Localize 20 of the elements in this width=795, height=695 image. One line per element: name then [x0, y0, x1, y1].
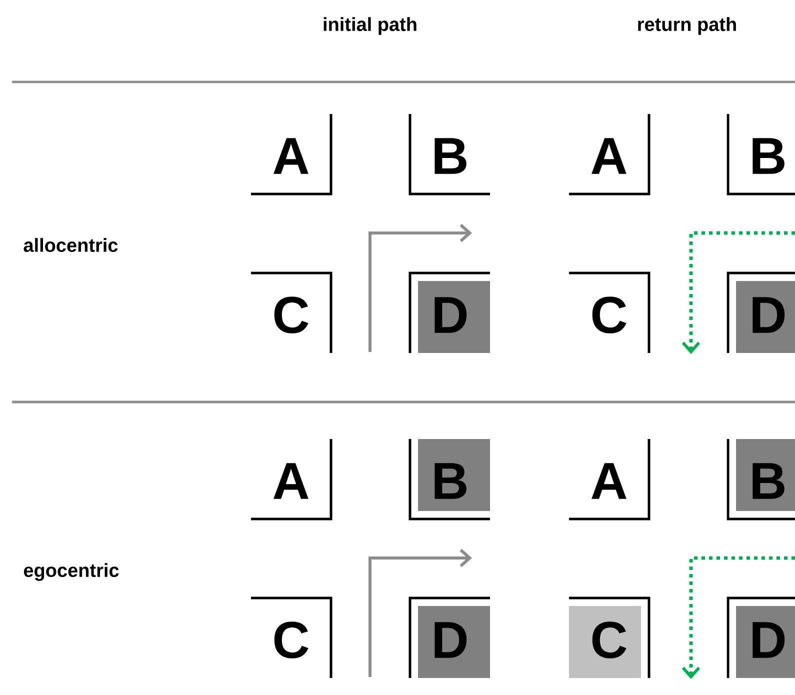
corner-cell: D: [726, 596, 795, 678]
corner-cell: A: [251, 114, 332, 196]
corner-cell: A: [251, 439, 332, 520]
corner-cell: C: [569, 596, 650, 678]
corner-cell: B: [408, 114, 490, 196]
corner-cell: C: [251, 596, 332, 678]
corner-cell: D: [408, 596, 490, 678]
corner-cell: D: [726, 272, 795, 353]
corner-cell: B: [726, 439, 795, 520]
corner-cell: B: [726, 114, 795, 196]
column-header: initial path: [324, 17, 416, 35]
corner-cell: A: [569, 114, 650, 196]
column-header: return path: [638, 17, 736, 35]
row-label: allocentric: [24, 238, 118, 252]
corner-cell: C: [569, 272, 650, 353]
corner-cell: A: [569, 439, 650, 520]
row-label: egocentric: [24, 563, 119, 581]
corner-cell: C: [251, 272, 332, 353]
corner-cell: D: [408, 272, 490, 353]
corner-cell: B: [408, 439, 490, 520]
